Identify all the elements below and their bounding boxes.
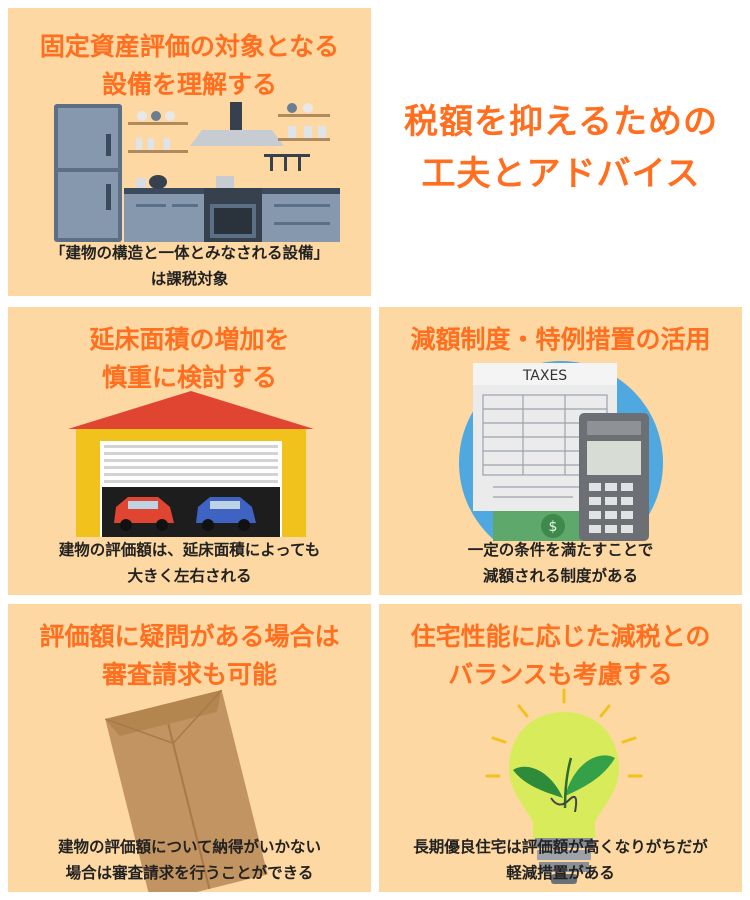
garage-icon [68,391,314,537]
card-title: 延床面積の増加を 慎重に検討する [89,325,290,392]
kitchen-icon [54,102,340,242]
tax-calculator-icon: $ TAXES [459,361,663,541]
card-title: 住宅性能に応じた減税との バランスも考慮する [410,622,711,689]
card-title: 評価額に疑問がある場合は 審査請求も可能 [39,622,340,689]
card-appeal: 評価額に疑問がある場合は 審査請求も可能 建物の評価額について納得がいかない 場… [8,604,371,892]
card-title: 減額制度・特例措置の活用 [410,325,711,354]
card-caption: 「建物の構造と一体とみなされる設備」 は課税対象 [49,244,329,288]
card-caption: 建物の評価額について納得がいかない 場合は審査請求を行うことができる [57,838,322,882]
envelope-icon [104,689,268,892]
card-tax-reduction: 減額制度・特例措置の活用 $ TAXES [379,307,742,595]
svg-text:$: $ [549,519,558,535]
card-floor-area: 延床面積の増加を 慎重に検討する 建物の評価額は、延床面積によっても 大きく左右… [8,307,371,595]
card-caption: 建物の評価額は、延床面積によっても 大きく左右される [58,541,321,585]
card-title: 固定資産評価の対象となる 設備を理解する [39,32,340,99]
card-caption: 長期優良住宅は評価額が高くなりがちだが 軽減措置がある [413,838,708,882]
taxes-label: TAXES [522,368,567,384]
page-title: 税額を抑えるための 工夫とアドバイス [404,102,718,194]
eco-lightbulb-icon [485,688,643,884]
card-caption: 一定の条件を満たすことで 減額される制度がある [467,541,654,585]
card-performance-balance: 住宅性能に応じた減税との バランスも考慮する 長期優良住宅は評価額が高くなりがち… [379,604,742,892]
card-fixed-asset-equipment: 固定資産評価の対象となる 設備を理解する [8,8,371,296]
